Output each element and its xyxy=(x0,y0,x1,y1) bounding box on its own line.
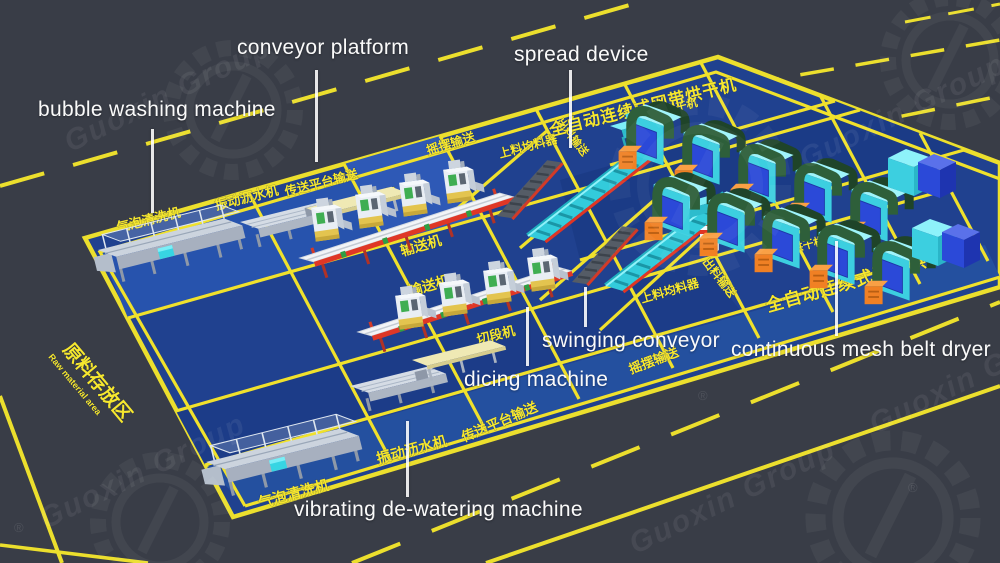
road-dash-line xyxy=(0,0,641,188)
annotation-mesh-belt-dryer: continuous mesh belt dryer xyxy=(731,338,991,361)
registered-mark: ® xyxy=(698,388,708,403)
leader-line-dicing-machine xyxy=(526,307,529,366)
road-solid-line xyxy=(0,395,64,563)
leader-line-spread-device xyxy=(569,70,572,148)
annotation-bubble-washing: bubble washing machine xyxy=(38,98,276,121)
leader-line-bubble-washing xyxy=(151,129,154,213)
leader-line-conveyor-platform xyxy=(315,70,318,162)
road-solid-line xyxy=(485,384,1000,563)
registered-mark: ® xyxy=(908,480,918,495)
annotation-spread-device: spread device xyxy=(514,43,649,66)
registered-mark: ® xyxy=(14,520,24,535)
road-dash-line xyxy=(351,300,1000,563)
leader-line-vibrating-dewatering xyxy=(406,421,409,497)
leader-line-swinging-conveyor xyxy=(584,287,587,327)
annotation-conveyor-platform: conveyor platform xyxy=(237,36,410,59)
road-solid-line xyxy=(0,543,149,563)
floor-panel xyxy=(207,245,1000,506)
annotation-vibrating-dewatering: vibrating de-watering machine xyxy=(294,498,583,521)
floor-panel xyxy=(176,261,740,465)
annotation-dicing-machine: dicing machine xyxy=(464,368,609,391)
leader-line-mesh-belt-dryer xyxy=(835,241,838,336)
annotation-swinging-conveyor: swinging conveyor xyxy=(542,329,720,352)
